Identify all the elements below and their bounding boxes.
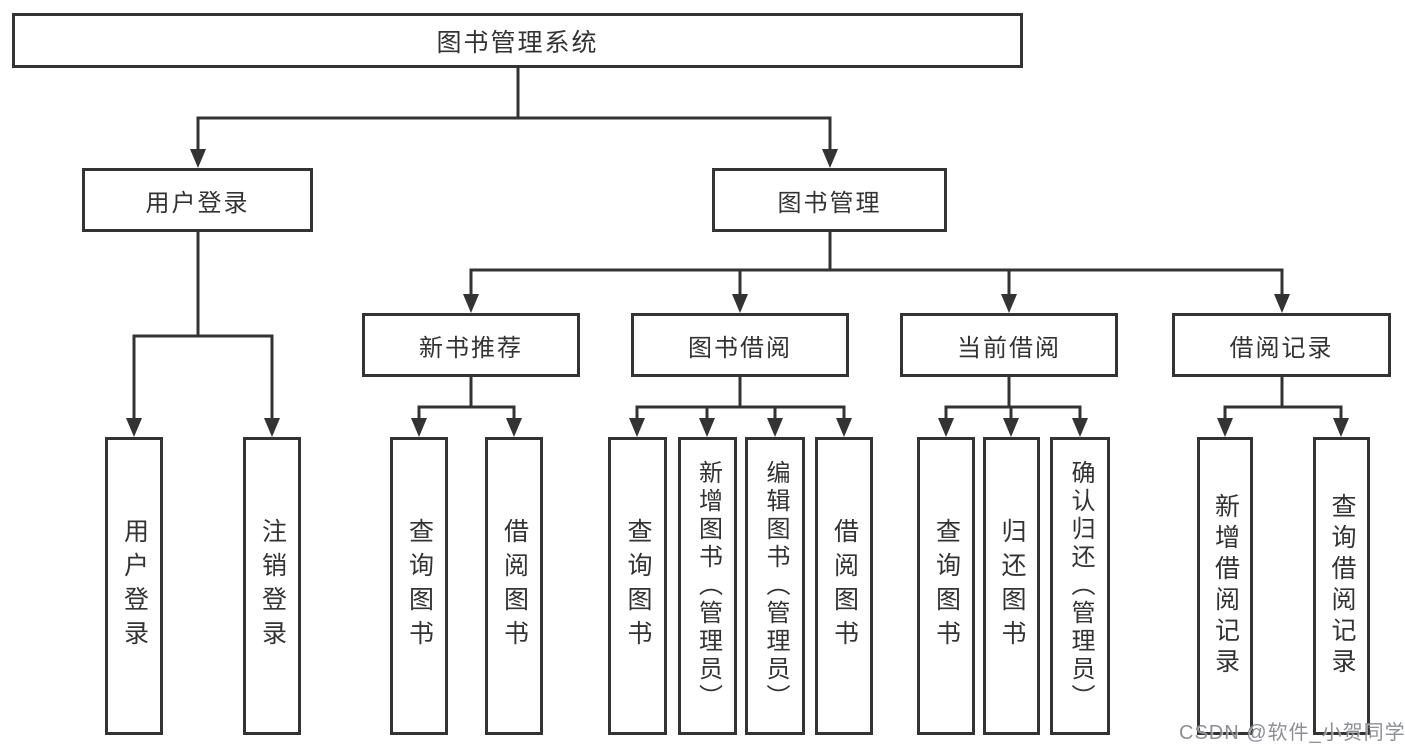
leaf-add-borrow-record: 新增借阅记录 — [1197, 437, 1253, 735]
node-current-borrowing: 当前借阅 — [900, 313, 1118, 377]
leaf-edit-books-admin: 编辑图书（管理员） — [745, 437, 805, 735]
leaf-return-books: 归还图书 — [983, 437, 1040, 735]
leaf-query-books-current: 查询图书 — [917, 437, 975, 735]
leaf-borrow-books-borrowing: 借阅图书 — [815, 437, 873, 735]
node-book-borrowing: 图书借阅 — [631, 313, 849, 377]
leaf-query-borrow-record: 查询借阅记录 — [1313, 437, 1370, 735]
leaf-query-books-borrowing: 查询图书 — [608, 437, 667, 735]
watermark: CSDN @软件_小贺同学 — [1179, 722, 1405, 744]
leaf-query-books-recommend: 查询图书 — [390, 437, 448, 735]
node-library-management-system: 图书管理系统 — [12, 13, 1023, 68]
leaf-add-books-admin: 新增图书（管理员） — [678, 437, 737, 735]
node-borrowing-records: 借阅记录 — [1172, 313, 1391, 377]
leaf-logout: 注销登录 — [243, 437, 301, 735]
node-new-book-recommendation: 新书推荐 — [362, 313, 580, 377]
leaf-borrow-books-recommend: 借阅图书 — [485, 437, 543, 735]
node-book-management: 图书管理 — [712, 168, 947, 232]
leaf-user-login: 用户登录 — [105, 437, 163, 735]
leaf-confirm-return-admin: 确认归还（管理员） — [1050, 437, 1110, 735]
node-user-login: 用户登录 — [82, 168, 313, 232]
